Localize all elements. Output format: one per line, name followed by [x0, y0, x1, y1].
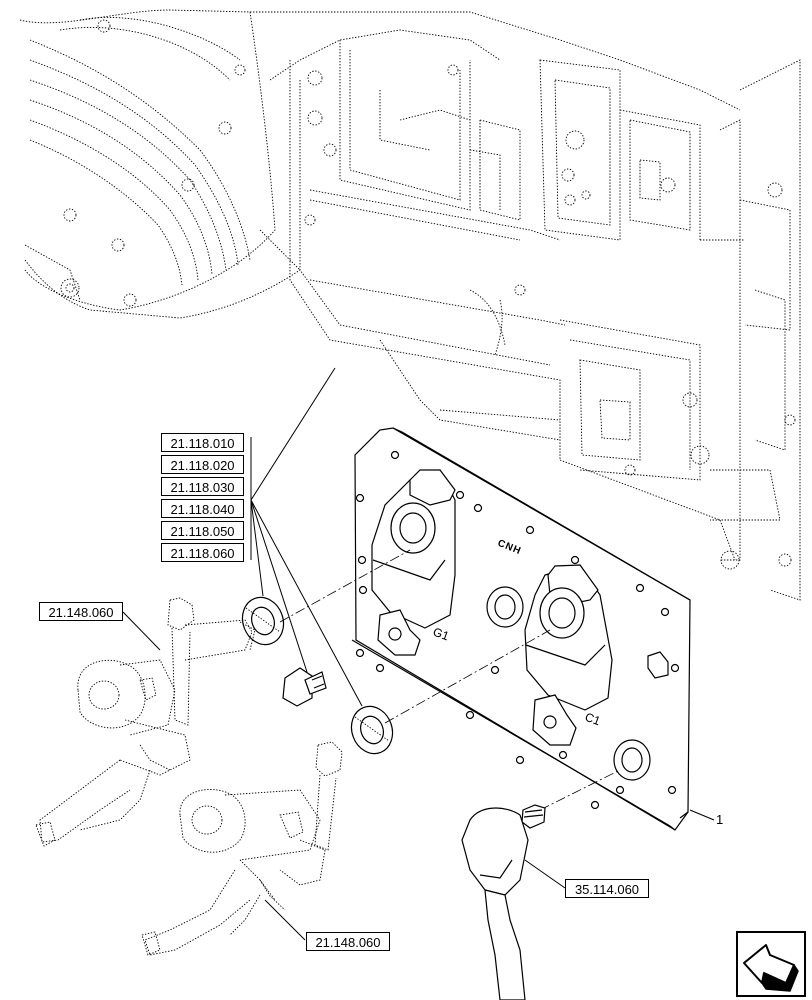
- transmission-housing: [19, 9, 801, 601]
- reference-21-118-020[interactable]: 21.118.020: [161, 455, 244, 474]
- reference-shift-fork-upper[interactable]: 21.148.060: [39, 602, 123, 621]
- leader-group-to-housing: [250, 367, 336, 501]
- shift-fork-lower: [141, 741, 343, 956]
- reference-21-118-050[interactable]: 21.118.050: [161, 521, 244, 540]
- seal-ring-lower: [350, 705, 394, 755]
- reference-21-118-040[interactable]: 21.118.040: [161, 499, 244, 518]
- callout-item-1: 1: [716, 812, 724, 827]
- reference-21-118-060[interactable]: 21.118.060: [161, 543, 244, 562]
- reference-group-top: 21.118.010 21.118.020 21.118.030 21.118.…: [161, 433, 251, 565]
- centerline-upper: [279, 549, 411, 623]
- elbow-fitting: [461, 804, 546, 1000]
- bolt: [282, 667, 327, 707]
- reference-shift-fork-lower[interactable]: 21.148.060: [306, 932, 390, 951]
- shift-fork-upper: [35, 597, 256, 847]
- centerline-fitting: [539, 769, 621, 811]
- cover-plate: [351, 427, 691, 831]
- reference-elbow-fitting[interactable]: 35.114.060: [565, 879, 649, 898]
- reference-21-118-010[interactable]: 21.118.010: [161, 433, 244, 452]
- centerline-lower: [384, 629, 551, 724]
- seal-ring-upper: [241, 596, 285, 646]
- reference-21-118-030[interactable]: 21.118.030: [161, 477, 244, 496]
- return-arrow-icon[interactable]: [736, 931, 806, 997]
